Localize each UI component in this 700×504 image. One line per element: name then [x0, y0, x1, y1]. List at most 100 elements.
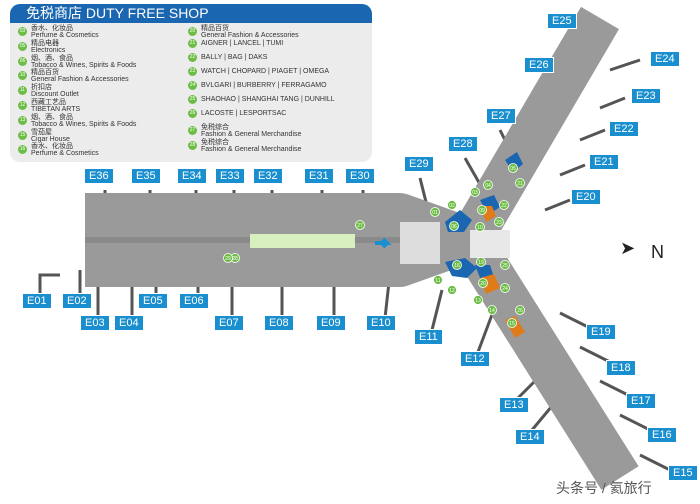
shop-marker-21[interactable]: 21 — [515, 178, 525, 188]
gate-e11[interactable]: E11 — [414, 329, 443, 345]
shop-number: 04 — [485, 183, 491, 189]
gate-e20[interactable]: E20 — [571, 189, 601, 205]
shop-marker-20[interactable]: 20 — [478, 278, 488, 288]
legend-item-cn: 免税综合 — [201, 138, 229, 146]
gate-e16[interactable]: E16 — [647, 427, 677, 443]
gate-e36[interactable]: E36 — [84, 168, 114, 184]
gate-e34[interactable]: E34 — [177, 168, 207, 184]
legend-item-cn: 西藏工艺品 — [31, 98, 66, 106]
gate-e10[interactable]: E10 — [366, 315, 396, 331]
gate-e18[interactable]: E18 — [606, 360, 636, 376]
shop-marker-circle — [508, 163, 518, 173]
gate-e25[interactable]: E25 — [547, 13, 577, 29]
gate-e35[interactable]: E35 — [131, 168, 161, 184]
shop-marker-circle — [447, 285, 457, 295]
gate-e07[interactable]: E07 — [214, 315, 244, 331]
legend-title: 免税商店 DUTY FREE SHOP — [10, 4, 372, 23]
gate-e03[interactable]: E03 — [80, 315, 110, 331]
legend-item-en: SHAOHAO | SHANGHAI TANG | DUNHILL — [201, 95, 335, 103]
gate-e08[interactable]: E08 — [264, 315, 294, 331]
shop-marker-03[interactable]: 03 — [470, 187, 480, 197]
gate-e29[interactable]: E29 — [404, 156, 434, 172]
gate-e30[interactable]: E30 — [345, 168, 375, 184]
shop-marker-14[interactable]: 14 — [487, 305, 497, 315]
gate-e15[interactable]: E15 — [668, 465, 698, 481]
legend-item-en: Fashion & General Merchandise — [201, 130, 302, 138]
shop-number: 25 — [502, 263, 508, 269]
security-area — [400, 222, 440, 264]
shop-marker-15[interactable]: 15 — [507, 318, 517, 328]
shop-marker-12[interactable]: 12 — [447, 285, 457, 295]
north-label: N — [651, 242, 664, 262]
gate-e31[interactable]: E31 — [304, 168, 334, 184]
gate-e23[interactable]: E23 — [631, 88, 661, 104]
shop-number: 05 — [510, 166, 516, 172]
gate-e02[interactable]: E02 — [62, 293, 92, 309]
gate-e04[interactable]: E04 — [114, 315, 144, 331]
shop-marker-22[interactable]: 22 — [499, 200, 509, 210]
shop-marker-11[interactable]: 11 — [433, 275, 443, 285]
gate-e14[interactable]: E14 — [515, 429, 545, 445]
shop-marker-06[interactable]: 06 — [449, 221, 459, 231]
gate-e12[interactable]: E12 — [460, 351, 490, 367]
gate-e26[interactable]: E26 — [524, 57, 554, 73]
shop-marker-circle — [500, 283, 510, 293]
shop-number: 10 — [477, 225, 483, 231]
gate-e33[interactable]: E33 — [215, 168, 245, 184]
shop-marker-circle — [476, 257, 486, 267]
shop-marker-circle — [475, 222, 485, 232]
gate-e06[interactable]: E06 — [179, 293, 209, 309]
shop-number: 19 — [478, 260, 484, 266]
shop-marker-16[interactable]: 16 — [452, 260, 462, 270]
shop-number: 15 — [509, 321, 515, 327]
shop-marker-01[interactable]: 01 — [430, 207, 440, 217]
shop-marker-23[interactable]: 23 — [494, 217, 504, 227]
shop-marker-29[interactable]: 29 — [223, 253, 233, 263]
legend-item-en: Electronics — [31, 46, 66, 54]
shop-marker-19[interactable]: 19 — [476, 257, 486, 267]
gate-e19[interactable]: E19 — [586, 324, 616, 340]
shop-marker-circle — [515, 305, 525, 315]
shop-marker-circle — [430, 207, 440, 217]
gate-e28[interactable]: E28 — [448, 136, 478, 152]
gate-e27[interactable]: E27 — [486, 108, 516, 124]
shop-number-badge: 27 — [188, 125, 197, 135]
gate-e09[interactable]: E09 — [316, 315, 346, 331]
shop-number-badge: 16 — [18, 145, 27, 155]
gate-e32[interactable]: E32 — [253, 168, 283, 184]
shop-marker-circle — [515, 178, 525, 188]
shop-number: 28 — [232, 256, 238, 262]
shop-marker-25[interactable]: 25 — [500, 260, 510, 270]
shop-marker-circle — [487, 305, 497, 315]
gate-e01[interactable]: E01 — [22, 293, 52, 309]
shop-marker-13[interactable]: 13 — [473, 295, 483, 305]
shop-marker-26[interactable]: 26 — [515, 305, 525, 315]
gate-e24[interactable]: E24 — [650, 51, 680, 67]
gate-e05[interactable]: E05 — [138, 293, 168, 309]
shop-marker-05[interactable]: 05 — [508, 163, 518, 173]
shop-marker-24[interactable]: 24 — [500, 283, 510, 293]
shop-number: 22 — [501, 203, 507, 209]
gate-e22[interactable]: E22 — [609, 121, 639, 137]
shop-marker-circle — [470, 187, 480, 197]
shop-marker-02[interactable]: 02 — [447, 200, 457, 210]
legend-item-en: LACOSTE | LESPORTSAC — [201, 109, 287, 117]
legend-item-en: Perfume & Cosmetics — [31, 32, 99, 39]
shop-marker-09[interactable]: 09 — [477, 205, 487, 215]
shop-number: 21 — [517, 181, 523, 187]
gate-e17[interactable]: E17 — [626, 393, 656, 409]
gate-e13[interactable]: E13 — [499, 397, 529, 413]
shop-marker-04[interactable]: 04 — [483, 180, 493, 190]
shop-marker-10[interactable]: 10 — [475, 222, 485, 232]
shop-marker-27[interactable]: 27 — [355, 220, 365, 230]
shop-number-badge: 10 — [18, 71, 27, 81]
gate-e21[interactable]: E21 — [589, 154, 619, 170]
